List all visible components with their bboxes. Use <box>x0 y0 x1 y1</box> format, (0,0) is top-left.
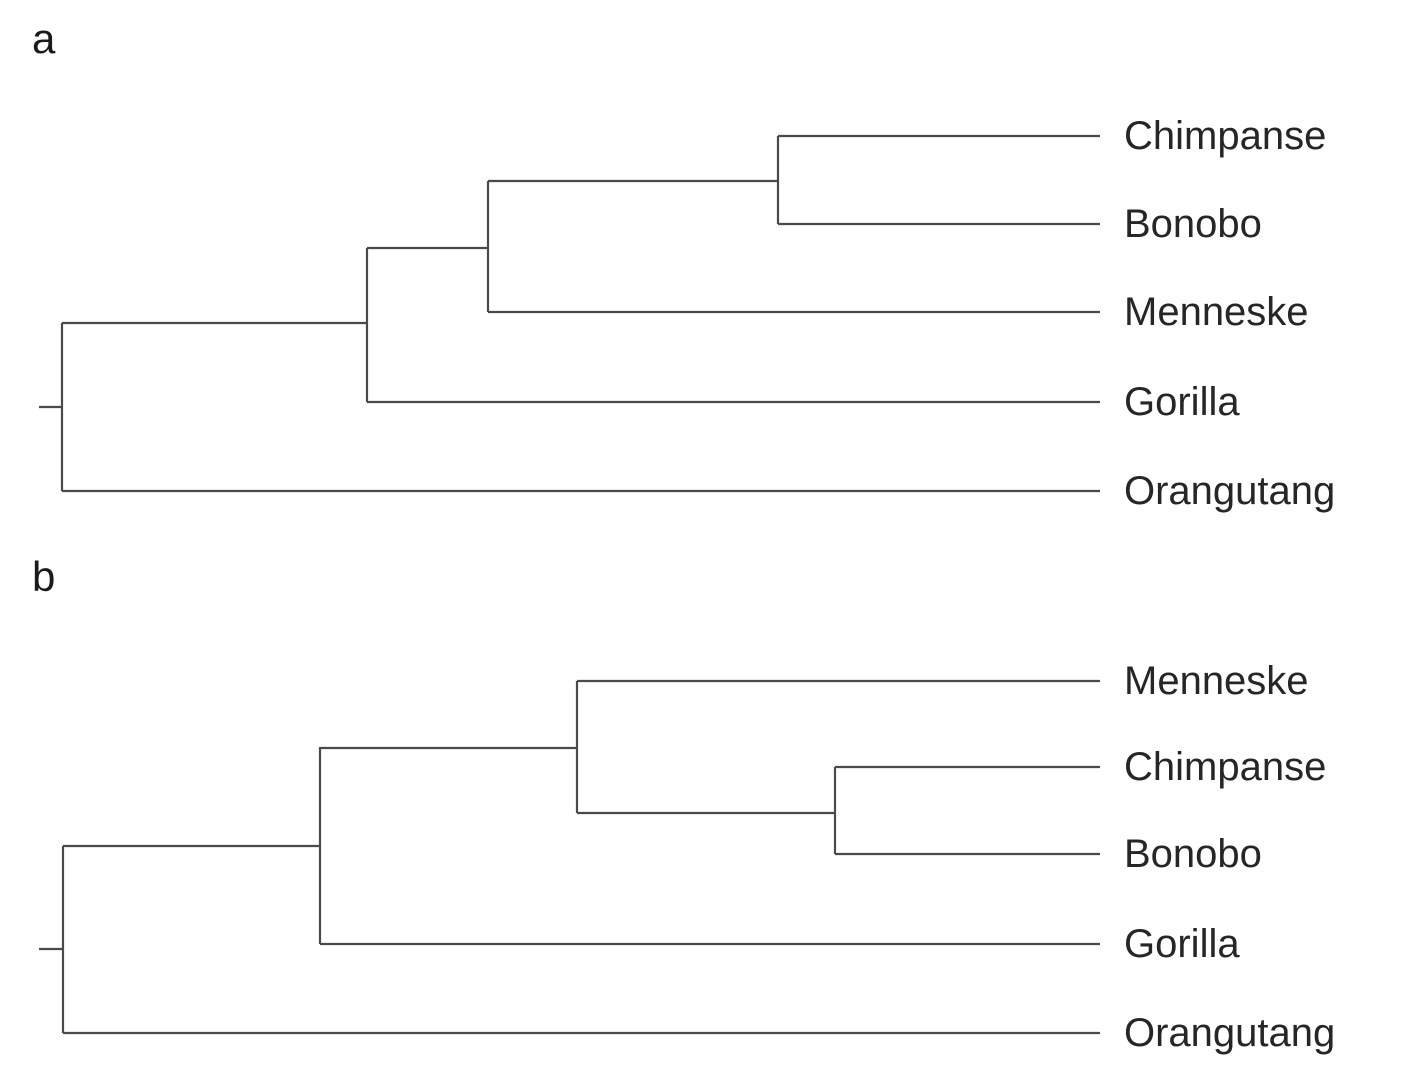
panel-label-b: b <box>32 553 56 600</box>
leaf-label-orangutang-b: Orangutang <box>1124 1011 1336 1055</box>
leaf-label-orangutang-a: Orangutang <box>1124 469 1336 513</box>
panel-label-a: a <box>32 15 56 62</box>
leaf-label-bonobo-a: Bonobo <box>1124 202 1262 246</box>
leaf-label-chimpanse-a: Chimpanse <box>1124 114 1327 158</box>
leaf-label-bonobo-b: Bonobo <box>1124 832 1262 876</box>
leaf-label-menneske-b: Menneske <box>1124 659 1309 703</box>
leaf-label-menneske-a: Menneske <box>1124 290 1309 334</box>
leaf-label-gorilla-a: Gorilla <box>1124 380 1240 424</box>
leaf-label-gorilla-b: Gorilla <box>1124 922 1240 966</box>
leaf-label-chimpanse-b: Chimpanse <box>1124 745 1327 789</box>
